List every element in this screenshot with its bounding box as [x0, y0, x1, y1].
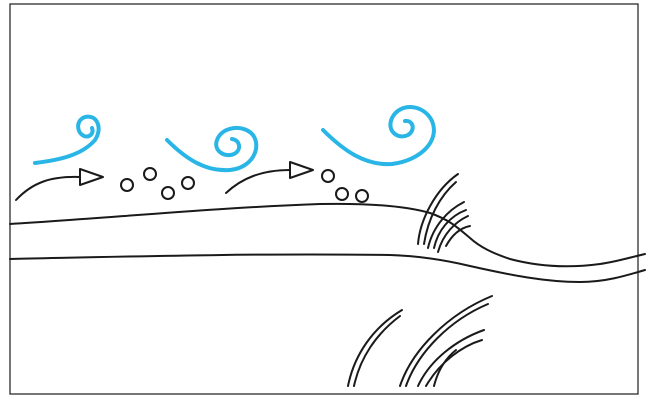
diagram-frame — [10, 4, 638, 394]
